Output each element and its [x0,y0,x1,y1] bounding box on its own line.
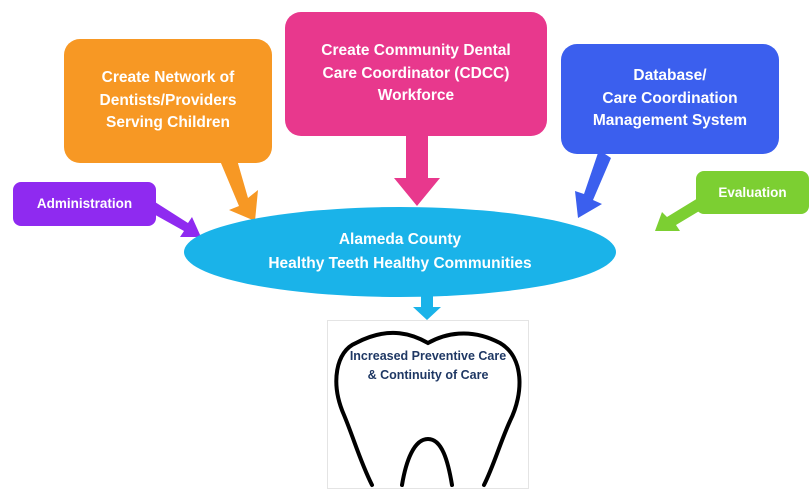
database-line: Management System [592,112,748,130]
tooth-icon [334,330,522,487]
administration-label: Administration [36,196,133,212]
outcome-line: & Continuity of Care [367,368,489,383]
arrow-network-to-center [218,146,258,221]
cdcc-line: Workforce [377,87,455,105]
arrow-cdcc-to-center [394,136,440,206]
arrow-admin-to-center [150,202,201,237]
center-ellipse: Alameda County Healthy Teeth Healthy Com… [184,207,616,297]
outcome-line: Increased Preventive Care [349,349,507,363]
evaluation-label: Evaluation [718,184,787,200]
network-line: Serving Children [105,114,231,132]
network-line: Dentists/Providers [99,91,237,109]
outcome-tooth: Increased Preventive Care & Continuity o… [327,320,529,489]
network-box: Create Network of Dentists/Providers Ser… [64,39,272,163]
database-box: Database/ Care Coordination Management S… [561,44,779,154]
network-line: Create Network of [101,69,235,87]
center-line: Alameda County [338,230,462,248]
database-line: Database/ [633,67,707,85]
cdcc-line: Create Community Dental [321,42,511,60]
cdcc-line: Care Coordinator (CDCC) [322,64,510,82]
arrow-database-to-center [575,150,611,218]
arrow-center-to-outcome [413,292,441,320]
database-line: Care Coordination [602,89,738,107]
center-line: Healthy Teeth Healthy Communities [268,255,532,272]
cdcc-box: Create Community Dental Care Coordinator… [285,12,547,136]
administration-box: Administration [13,182,156,226]
evaluation-box: Evaluation [696,171,809,214]
